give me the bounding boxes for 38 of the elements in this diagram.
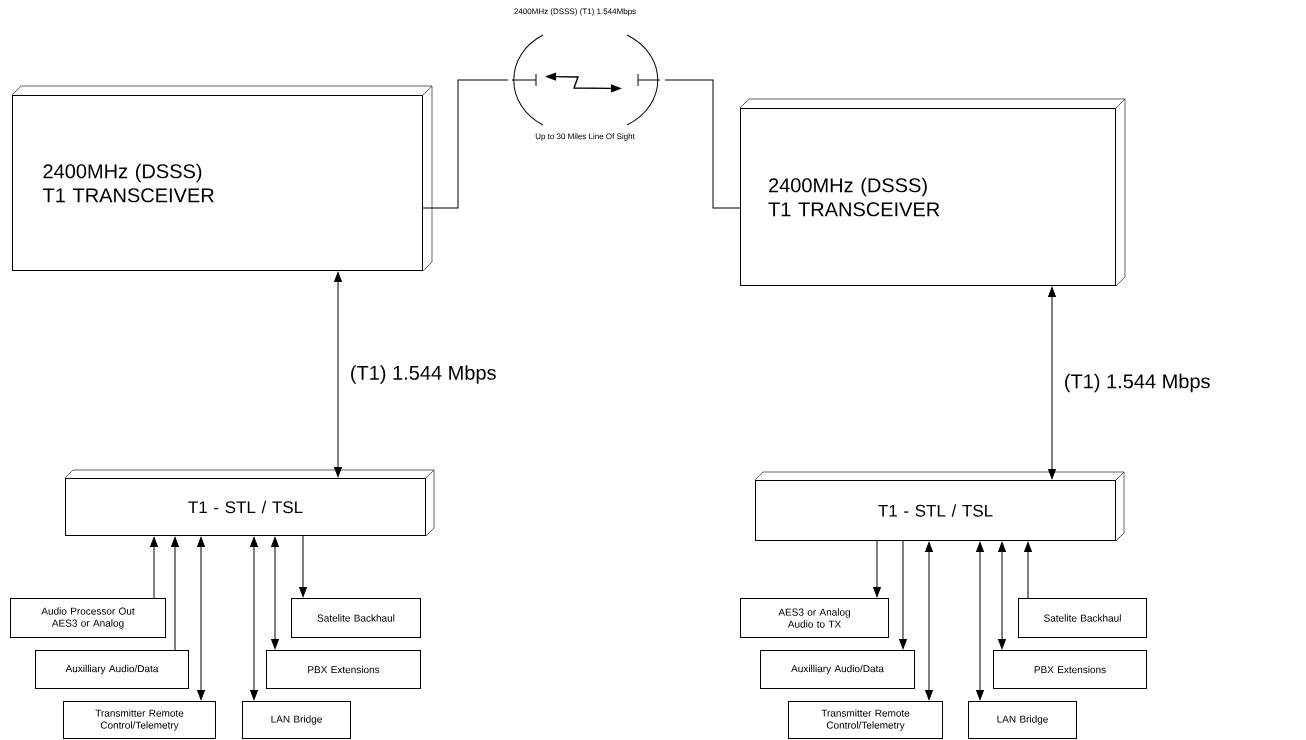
input-box: LAN Bridge xyxy=(968,701,1077,739)
arrow xyxy=(299,535,307,598)
arrow xyxy=(899,540,907,650)
antenna-dish xyxy=(511,34,544,126)
edge-label: (T1) 1.544 Mbps xyxy=(351,365,496,384)
input-box: Auxilliary Audio/Data xyxy=(35,650,189,689)
device-box: T1 - STL / TSL xyxy=(754,471,1125,542)
input-box: Transmitter Remote Control/Telemetry xyxy=(788,701,943,739)
input-box: AES3 or Analog Audio to TX xyxy=(740,598,889,638)
input-box: PBX Extensions xyxy=(993,650,1147,689)
input-box: Auxilliary Audio/Data xyxy=(760,650,915,689)
device-box: 2400MHz (DSSS) T1 TRANSCEIVER xyxy=(739,98,1126,287)
arrow xyxy=(250,536,258,701)
device-box: T1 - STL / TSL xyxy=(64,469,435,537)
arrow xyxy=(976,541,984,701)
device-box: 2400MHz (DSSS) T1 TRANSCEIVER xyxy=(11,85,433,272)
arrow xyxy=(998,541,1006,650)
arrow xyxy=(271,536,279,650)
arrow xyxy=(925,541,933,701)
arrow xyxy=(334,271,342,478)
input-box: LAN Bridge xyxy=(242,701,351,739)
arrow xyxy=(1024,541,1032,599)
arrow xyxy=(150,536,158,599)
cable-line xyxy=(422,79,509,209)
note-text: Up to 30 Miles Line Of Sight xyxy=(535,133,635,141)
arrow xyxy=(197,536,205,701)
cable-line xyxy=(664,79,741,209)
arrow xyxy=(171,536,179,651)
antenna-dish xyxy=(626,34,661,126)
arrow xyxy=(873,540,881,598)
edge-label: (T1) 1.544 Mbps xyxy=(1065,373,1210,393)
input-box: Satelite Backhaul xyxy=(291,598,421,638)
input-box: PBX Extensions xyxy=(266,650,421,689)
input-box: Transmitter Remote Control/Telemetry xyxy=(63,701,216,739)
input-box: Satelite Backhaul xyxy=(1018,598,1147,638)
input-box: Audio Processor Out AES3 or Analog xyxy=(10,598,166,638)
note-text: 2400MHz (DSSS) (T1) 1.544Mbps xyxy=(514,8,636,16)
arrow xyxy=(1048,286,1056,480)
